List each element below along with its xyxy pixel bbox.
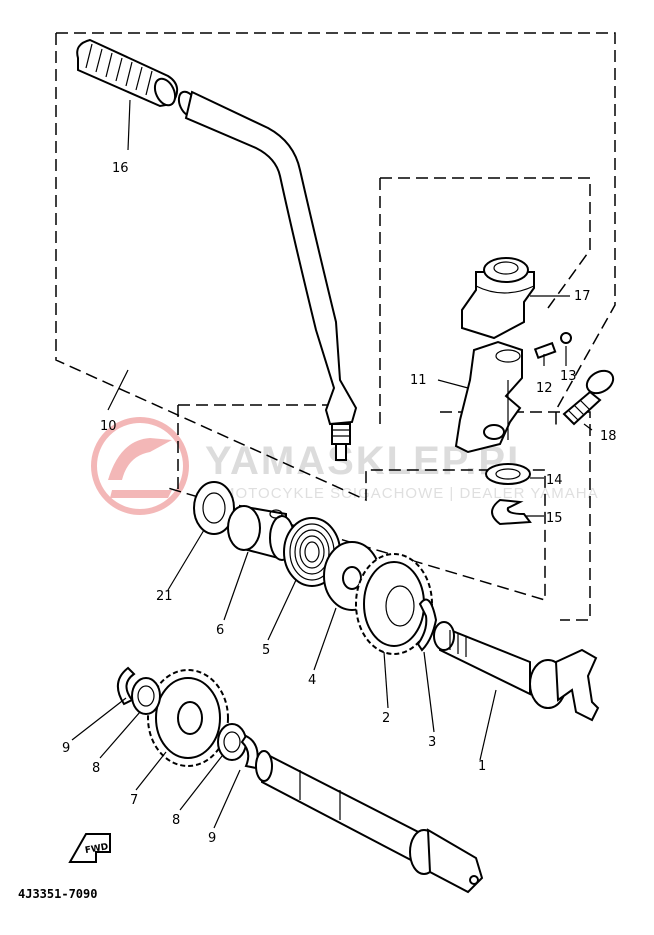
callout-6: 6 [216,623,224,638]
callout-4: 4 [308,673,316,688]
part-10-kick-lever [177,90,358,461]
part-8-washer-right [217,723,247,761]
callout-9-left: 9 [62,741,70,756]
watermark-subtitle: MOTOCYKLE ŚCIGACHOWE | DEALER YAMAHA [222,484,599,502]
part-7-idle-gear [147,669,229,767]
callout-2: 2 [382,711,390,726]
watermark-logo [91,417,189,515]
callout-18: 18 [600,429,617,444]
callout-17: 17 [574,289,591,304]
part-6-spring-guide [227,504,295,562]
fwd-arrow-icon: FWD [68,833,111,863]
part-16-kick-grip [76,38,179,108]
part-19-bearing [193,481,235,535]
part-12-set-screw [533,341,557,360]
kick-idle-shaft [255,750,484,894]
callout-1: 1 [478,759,486,774]
part-9-circlip-left [117,666,136,706]
kick-assembly-boundary [55,32,616,602]
callout-11: 11 [410,373,427,388]
part-1-kick-axle [433,621,600,722]
diagram-code: 4J3351-7090 [18,887,97,901]
kick-crank-boundary [379,177,591,430]
part-3-clip [416,598,438,652]
callout-9-right: 9 [208,831,216,846]
callout-7: 7 [130,793,138,808]
callout-13: 13 [560,369,577,384]
callout-16: 16 [112,161,129,176]
callout-15: 15 [546,511,563,526]
part-8-washer-left [131,677,161,715]
part-13-ball [560,332,572,344]
callout-8-left: 8 [92,761,100,776]
part-15-circlip [491,498,532,526]
part-14-washer [485,463,531,485]
part-18-bolt [562,369,615,426]
part-17-cover-cap [461,257,535,340]
callout-12: 12 [536,381,553,396]
callout-10: 10 [100,419,117,434]
callout-labels: 1 2 3 4 5 6 7 8 8 9 9 10 11 12 13 14 15 … [62,161,617,846]
part-2-kick-gear [355,553,433,655]
callout-8-right: 8 [172,813,180,828]
callout-5: 5 [262,643,270,658]
callout-14: 14 [546,473,563,488]
callout-19: 21 [156,589,173,604]
part-11-kick-boss [454,340,523,454]
leader-lines [71,99,593,829]
part-9-circlip-right [240,734,259,770]
fwd-label: FWD [84,842,109,856]
callout-3: 3 [428,735,436,750]
